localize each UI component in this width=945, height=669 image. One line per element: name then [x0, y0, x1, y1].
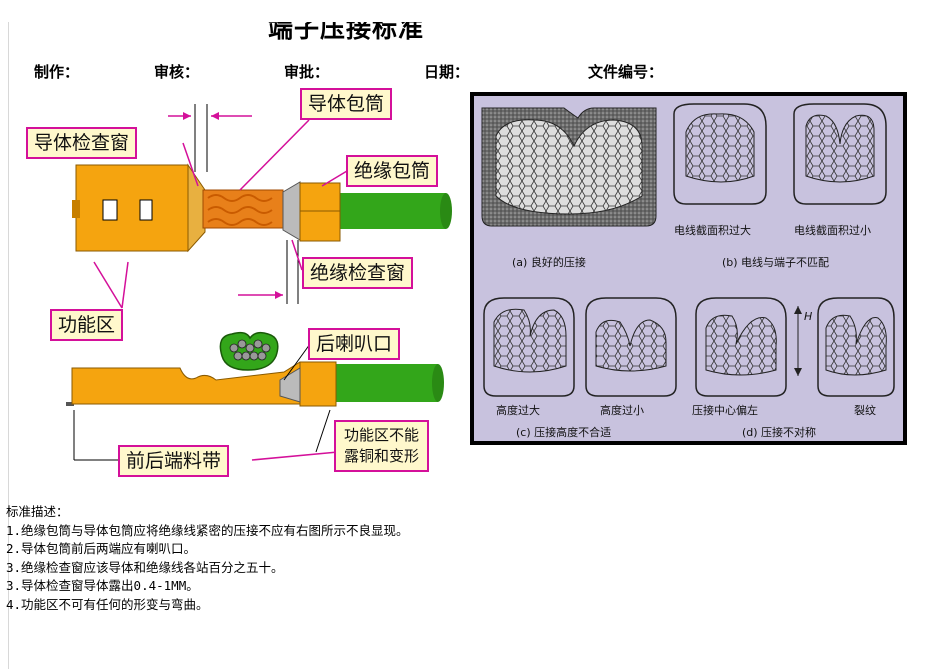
window-slot-2 [139, 199, 153, 221]
callout-function-zone: 功能区 [50, 309, 124, 341]
callout-function-note: 功能区不能 露铜和变形 [334, 420, 430, 472]
window-slot-1 [102, 199, 118, 221]
dim-arrowhead-top [211, 112, 219, 120]
meta-date: 日期： [424, 63, 470, 81]
bellmouth-side [279, 367, 301, 403]
dim-arrowhead-bottom [275, 291, 283, 299]
description-item-3: 3.绝缘检查窗应该导体和绝缘线各站百分之五十。 [6, 559, 284, 575]
copper-strands-3 [207, 218, 273, 226]
height-dim-top [794, 306, 802, 314]
terminal-tab-top [72, 200, 80, 218]
caption-b: (b) 电线与端子不匹配 [722, 256, 830, 269]
leader-insulation-barrel [321, 170, 348, 187]
copper-strands-2 [207, 206, 273, 214]
callout-bellmouth: 后喇叭口 [308, 328, 401, 360]
crack-outline [817, 297, 895, 397]
leader-conductor-barrel [239, 119, 310, 191]
description-item-2: 2.导体包筒前后两端应有喇叭口。 [6, 541, 197, 556]
undersize-wire-outline [793, 103, 887, 205]
height-too-small-strands [595, 319, 667, 372]
crimp-diagram [66, 104, 452, 461]
wire-insulation-bottom [336, 364, 438, 402]
meta-reviewed-by: 审核： [154, 63, 200, 81]
defect-drawings [481, 103, 895, 397]
cross-section-strands [229, 339, 271, 361]
leader-conductor-window [182, 142, 199, 187]
leader-function-zone-1 [121, 261, 129, 309]
copper-strands-1 [207, 194, 273, 202]
caption-b2: 电线截面积过小 [794, 224, 871, 237]
caption-b1: 电线截面积过大 [674, 224, 751, 237]
description-heading: 标准描述： [6, 504, 69, 519]
height-dim-bottom [794, 368, 802, 376]
crack-strands [825, 314, 887, 376]
callout-conductor-window: 导体检查窗 [26, 127, 138, 159]
height-too-small-outline [585, 297, 677, 397]
undersize-wire-strands [805, 114, 875, 183]
good-crimp-strands [496, 119, 642, 214]
leader-insulation-window [291, 239, 303, 271]
caption-d: (d) 压接不对称 [742, 426, 817, 439]
standard-description: 标准描述： 1.绝缘包筒与导体包筒应将绝缘线紧密的压接不应有右图所示不良显现。 … [6, 503, 409, 614]
caption-d2: 裂纹 [854, 404, 876, 417]
callout-carrier-strip: 前后端料带 [118, 445, 230, 477]
insulation-barrel-top [299, 182, 341, 242]
dim-arrowhead-top-left [183, 112, 191, 120]
leader-function-note [251, 451, 339, 461]
title-clip [0, 0, 945, 22]
height-too-large-outline [483, 297, 575, 397]
defect-panel-inner: (a) 良好的压接 电线截面积过大 电线截面积过小 (b) 电线与端子不匹配 高… [474, 96, 903, 441]
caption-c: (c) 压接高度不合适 [516, 426, 612, 439]
terminal-box-top [75, 164, 189, 252]
transition-top [187, 163, 206, 253]
oversize-wire-outline [673, 103, 767, 205]
leader-function-zone-2 [93, 261, 123, 309]
wire-end-top [440, 193, 452, 229]
description-item-5: 4.功能区不可有任何的形变与弯曲。 [6, 596, 209, 612]
page-rule [8, 22, 9, 669]
off-center-outline [695, 297, 787, 397]
description-item-1: 1.绝缘包筒与导体包筒应将绝缘线紧密的压接不应有右图所示不良显现。 [6, 522, 409, 538]
function-note-line-2: 露铜和变形 [344, 447, 420, 465]
insulation-barrel-side [299, 361, 337, 407]
leader-carrier-strip-right [315, 409, 331, 453]
off-center-strands [705, 314, 777, 376]
description-item-4: 3.导体检查窗导体露出0.4-1MM。 [6, 578, 199, 593]
defect-panel: (a) 良好的压接 电线截面积过大 电线截面积过小 (b) 电线与端子不匹配 高… [470, 92, 907, 445]
height-too-large-strands [493, 308, 567, 373]
leader-bellmouth [283, 343, 311, 381]
caption-c1: 高度过大 [496, 404, 540, 417]
meta-doc-no: 文件编号： [588, 63, 664, 81]
terminal-side-view [71, 361, 337, 405]
caption-d1: 压接中心偏左 [692, 404, 758, 417]
callout-conductor-barrel: 导体包筒 [300, 88, 393, 120]
function-note-line-1: 功能区不能 [344, 426, 420, 444]
callout-insulation-barrel: 绝缘包筒 [346, 155, 439, 187]
wire-end-bottom [432, 364, 444, 402]
caption-a: (a) 良好的压接 [512, 256, 586, 269]
height-mark: H [804, 310, 813, 323]
callout-insulation-window: 绝缘检查窗 [302, 257, 414, 289]
meta-approved-by: 审批： [284, 63, 330, 81]
oversize-wire-strands [685, 113, 755, 183]
caption-c2: 高度过小 [600, 404, 644, 417]
carrier-strip-end [66, 402, 74, 406]
bellmouth-top [282, 181, 301, 241]
meta-made-by: 制作： [34, 63, 80, 81]
